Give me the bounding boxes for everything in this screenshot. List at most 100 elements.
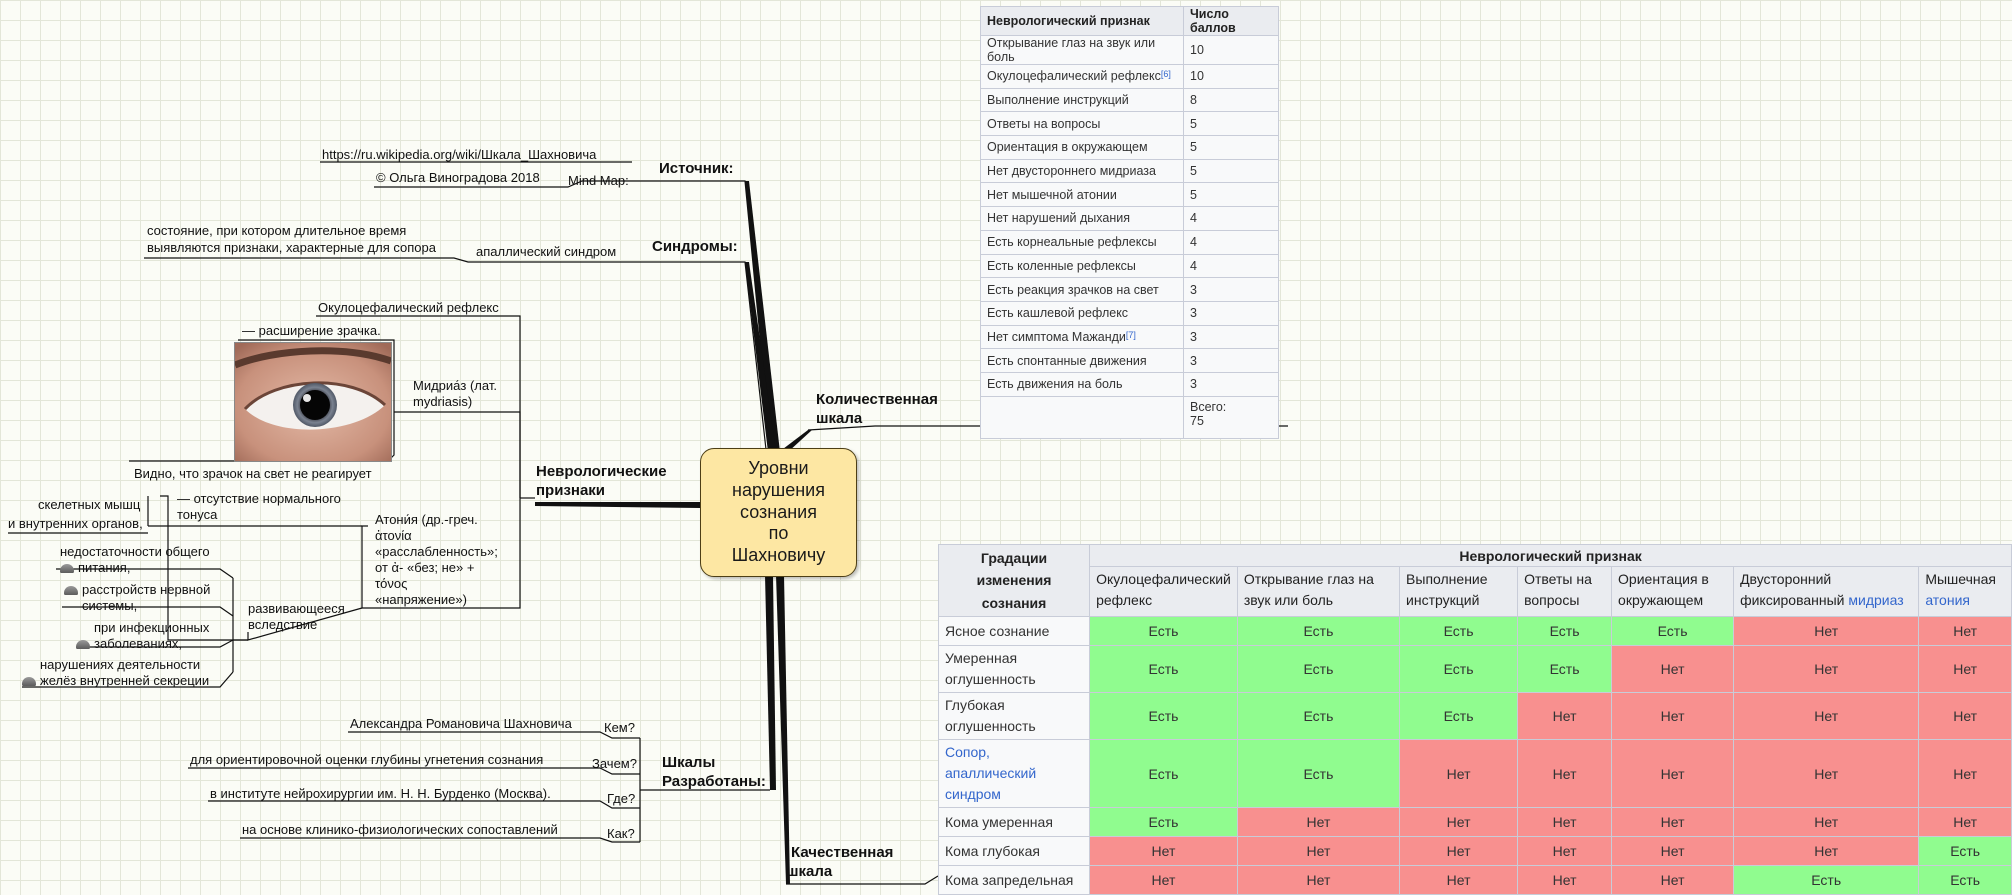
branch-quantitative-title-line[interactable]: шкала	[816, 410, 863, 427]
central-topic-line: по	[768, 523, 789, 544]
developed-why-question[interactable]: Зачем?	[592, 756, 637, 771]
central-topic[interactable]: Уровни нарушения сознания по Шахновичу	[700, 448, 857, 577]
reference-link[interactable]: [7]	[1125, 329, 1136, 340]
central-topic-line: Шахновичу	[731, 545, 826, 566]
column-header-link[interactable]: атония	[1925, 592, 1970, 609]
atony-definition-line[interactable]: тонуса	[177, 507, 218, 522]
branch-qualitative-title-line[interactable]: Качественная	[791, 844, 894, 861]
gradation-name: Глубокая оглушенность	[945, 697, 1036, 735]
value-no-cell: Нет	[1399, 807, 1519, 838]
score-cell: 4	[1183, 253, 1279, 279]
atony-due-line[interactable]: вследствие	[248, 617, 318, 632]
developed-where-question[interactable]: Где?	[607, 791, 636, 806]
developed-where-answer[interactable]: в институте нейрохирургии им. Н. Н. Бурд…	[210, 786, 551, 801]
sign-name: Нет нарушений дыхания	[987, 211, 1130, 226]
syndrome-desc-line[interactable]: выявляются признаки, характерные для соп…	[147, 240, 436, 255]
neuro-mydriasis-definition[interactable]: — расширение зрачка.	[242, 323, 381, 338]
neuro-pupil-note[interactable]: Видно, что зрачок на свет не реагирует	[134, 466, 372, 481]
neuro-atony-line[interactable]: «расслабленность»;	[375, 544, 498, 559]
developed-who-question[interactable]: Кем?	[604, 720, 635, 735]
score-cell: 3	[1183, 348, 1279, 373]
branch-neuro-title-line[interactable]: Неврологические	[536, 463, 667, 480]
neuro-atony-line[interactable]: от ἀ- «без; не» +	[375, 560, 475, 575]
sign-name: Есть движения на боль	[987, 377, 1123, 392]
branch-source-title[interactable]: Источник:	[659, 160, 734, 177]
column-header-text: Окулоцефалический рефлекс	[1096, 571, 1231, 609]
cause-line: заболеваниях,	[94, 636, 182, 652]
value-yes-cell: Есть	[1236, 645, 1401, 694]
sign-name: Выполнение инструкций	[987, 93, 1129, 108]
branch-neuro-title-line[interactable]: признаки	[536, 482, 606, 499]
sign-name: Есть кашлевой рефлекс	[987, 306, 1129, 321]
branch-developed-title-line[interactable]: Шкалы	[662, 754, 716, 771]
atony-cause-item[interactable]: нарушениях деятельности желёз внутренней…	[22, 657, 209, 690]
branch-quantitative-title-line[interactable]: Количественная	[816, 391, 938, 408]
neuro-mydriasis-line[interactable]: Мидриа́з (лат.	[413, 378, 497, 393]
neuro-atony-line[interactable]: «напряжение»)	[375, 592, 467, 607]
atony-cause-item[interactable]: при инфекционных заболеваниях,	[76, 620, 209, 653]
branch-syndromes-title[interactable]: Синдромы:	[652, 238, 738, 255]
gradation-name-cell: Сопор, апаллический синдром	[937, 739, 1091, 809]
developed-why-answer[interactable]: для ориентировочной оценки глубины угнет…	[190, 752, 544, 767]
gradation-name-cell: Кома глубокая	[937, 836, 1091, 867]
total-value: 75	[1190, 413, 1204, 428]
atony-due-line[interactable]: развивающееся	[248, 601, 345, 616]
table-column-header: Двусторонний фиксированный мидриаз	[1733, 566, 1920, 618]
atony-cause-item[interactable]: недостаточности общего питания,	[60, 544, 210, 577]
value-no-cell: Нет	[1611, 645, 1735, 694]
value-yes-cell: Есть	[1517, 645, 1613, 694]
developed-how-answer[interactable]: на основе клинико-физиологических сопост…	[242, 822, 558, 837]
source-author[interactable]: © Ольга Виноградова 2018	[376, 170, 540, 185]
sign-name-cell: Открывание глаз на звук или боль	[980, 35, 1184, 65]
syndrome-apallic[interactable]: апаллический синдром	[476, 244, 617, 259]
developed-who-answer[interactable]: Александра Романовича Шахновича	[350, 716, 572, 731]
value-yes-cell: Есть	[1611, 616, 1735, 647]
gradation-link[interactable]: Сопор, апаллический синдром	[945, 744, 1037, 803]
table-total-row: Всего:75	[980, 395, 1279, 439]
value-no-cell: Нет	[1517, 836, 1613, 867]
neuro-atony-line[interactable]: τόνος	[375, 576, 408, 591]
atony-definition-line[interactable]: — отсутствие нормального	[177, 491, 341, 506]
sign-name: Нет симптома Мажанди	[987, 329, 1126, 344]
value-no-cell: Нет	[1918, 739, 2012, 809]
cause-line: нарушениях деятельности	[40, 657, 201, 672]
value-no-cell: Нет	[1236, 807, 1401, 838]
column-header-text: Мышечная	[1925, 571, 1996, 588]
source-url[interactable]: https://ru.wikipedia.org/wiki/Шкала_Шахн…	[322, 147, 597, 162]
neuro-atony-line[interactable]: Атони́я (др.-греч.	[375, 512, 478, 527]
gradation-name: Кома умеренная	[945, 813, 1053, 830]
table-header-cell: Неврологический признак	[980, 6, 1184, 36]
table-column-header: Окулоцефалический рефлекс	[1089, 566, 1238, 618]
cause-line: желёз внутренней секреции	[40, 673, 210, 689]
branch-developed-title-line[interactable]: Разработаны:	[662, 773, 766, 790]
table-header-cell: Число баллов	[1183, 6, 1279, 36]
gradation-name: Кома запредельная	[945, 871, 1074, 888]
column-header-link[interactable]: мидриаз	[1848, 592, 1904, 609]
branch-qualitative-title-line[interactable]: шкала	[786, 863, 833, 880]
atony-muscles-line[interactable]: и внутренних органов,	[8, 516, 143, 531]
atony-muscles-line[interactable]: скелетных мышц	[38, 497, 141, 512]
developed-how-question[interactable]: Как?	[607, 826, 635, 841]
sign-name-cell: Есть спонтанные движения	[980, 348, 1184, 373]
source-mindmap-label[interactable]: Mind Map:	[568, 173, 629, 188]
value-yes-cell: Есть	[1918, 865, 2012, 895]
table-column-header: Ответы на вопросы	[1517, 566, 1613, 618]
neuro-atony-line[interactable]: ἀτονία	[375, 528, 412, 543]
table-header-row: Неврологический признак Число баллов	[980, 6, 1279, 36]
syndrome-desc-line[interactable]: состояние, при котором длительное время	[147, 223, 407, 238]
neuro-mydriasis-line[interactable]: mydriasis)	[413, 394, 473, 409]
atony-cause-item[interactable]: расстройств нервной системы,	[64, 582, 210, 615]
reference-link[interactable]: [6]	[1160, 69, 1171, 80]
neuro-ocular-reflex[interactable]: Окулоцефалический рефлекс	[318, 300, 499, 315]
total-label: Всего:	[1190, 399, 1227, 414]
